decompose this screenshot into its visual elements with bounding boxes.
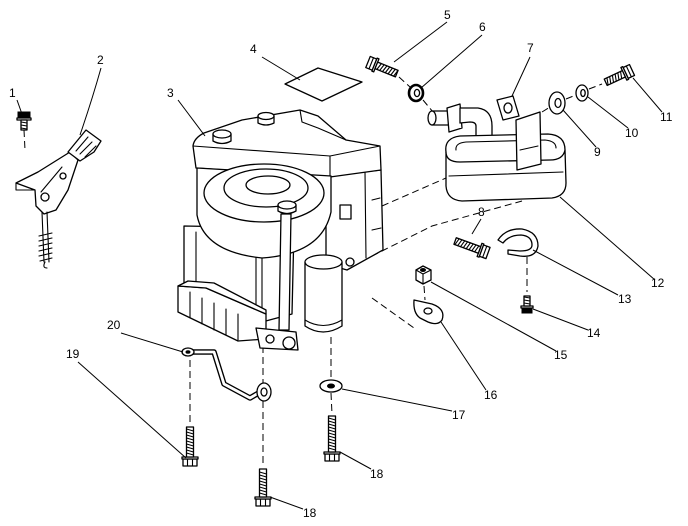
leader-line-2 — [79, 67, 102, 136]
assembly-line-bolt-1 — [23, 129, 26, 151]
carburetor-fitting — [345, 257, 355, 267]
leader-line-10 — [587, 96, 629, 129]
throttle-lever — [67, 129, 102, 162]
callout-19: 19 — [66, 347, 80, 361]
leader-line-13 — [532, 249, 619, 296]
leader-line-9 — [562, 109, 597, 148]
part-8-bolt — [453, 237, 491, 260]
callout-13: 13 — [618, 292, 632, 306]
leader-line-11 — [632, 77, 663, 113]
leader-lines — [16, 21, 663, 510]
callout-11: 11 — [660, 110, 673, 124]
dipstick-tube — [278, 213, 292, 331]
leader-line-12 — [559, 196, 656, 281]
part-4-decal — [284, 67, 363, 102]
engine-top-housing — [192, 109, 382, 178]
leader-line-14 — [532, 308, 589, 331]
recoil-starter-center — [245, 175, 291, 195]
part-6-lockwasher — [407, 83, 425, 103]
oil-filter — [304, 261, 343, 333]
part-18-bolt-a — [323, 415, 341, 462]
leader-line-1 — [16, 99, 23, 115]
part-3-engine — [177, 109, 384, 351]
leader-line-4 — [261, 56, 301, 81]
leader-line-19 — [77, 361, 187, 459]
callout-6: 6 — [479, 20, 486, 34]
part-18-bolt-b — [254, 468, 272, 507]
part-17-washer — [319, 379, 343, 393]
part-15-nut — [415, 265, 432, 285]
part-16-clip — [413, 299, 444, 325]
leader-line-15 — [430, 281, 557, 352]
callout-3: 3 — [167, 86, 174, 100]
callout-17: 17 — [452, 408, 466, 422]
assembly-line-filter-washer — [330, 337, 333, 415]
callout-16: 16 — [484, 388, 498, 402]
leader-line-20 — [120, 332, 184, 353]
part-2-throttle-control — [15, 129, 102, 269]
part-11-bolt — [603, 63, 636, 87]
callout-5: 5 — [444, 8, 451, 22]
callout-20: 20 — [107, 318, 121, 332]
assembly-lines — [23, 76, 603, 466]
callout-12: 12 — [651, 276, 665, 290]
assembly-line-engine-clip — [371, 297, 415, 329]
callout-18-b: 18 — [303, 506, 317, 520]
callout-18-a: 18 — [370, 467, 384, 481]
engine-side-cover — [325, 169, 384, 271]
leader-line-18-a — [339, 451, 372, 470]
part-5-bolt — [365, 55, 399, 78]
callouts: 1 2 3 4 5 6 7 8 9 10 11 12 13 14 15 16 1… — [9, 8, 673, 520]
part-1-bolt — [16, 111, 32, 131]
exhaust-elbow — [427, 103, 493, 143]
leader-line-17 — [341, 388, 453, 412]
callout-14: 14 — [587, 326, 601, 340]
throttle-spring — [38, 232, 53, 262]
assembly-line-bolt-5 — [398, 76, 434, 113]
part-9-washer — [548, 91, 566, 115]
part-7-gasket — [496, 95, 520, 121]
leader-line-3 — [177, 99, 206, 137]
leader-line-7 — [511, 56, 531, 97]
part-14-screw — [520, 295, 534, 314]
part-10-washer — [575, 84, 589, 102]
callout-15: 15 — [554, 348, 568, 362]
assembly-line-washers — [541, 83, 603, 113]
callout-8: 8 — [478, 205, 485, 219]
part-19-bolt — [181, 426, 199, 467]
leader-line-8 — [471, 218, 482, 235]
leader-line-16 — [440, 321, 487, 391]
assembly-line-muffler-engine — [381, 177, 447, 207]
assembly-line-bracket — [351, 200, 523, 267]
callout-1: 1 — [9, 86, 16, 100]
callout-4: 4 — [250, 42, 257, 56]
callout-10: 10 — [625, 126, 639, 140]
part-20-bracket — [181, 347, 272, 402]
leader-line-6 — [420, 34, 483, 89]
part-13-clamp — [497, 228, 539, 257]
callout-2: 2 — [97, 53, 104, 67]
leader-line-5 — [393, 21, 448, 63]
callout-9: 9 — [594, 145, 601, 159]
callout-7: 7 — [527, 41, 534, 55]
muffler-mounting-tab — [515, 111, 542, 171]
part-12-muffler — [445, 111, 567, 202]
assembly-line-nut-clip — [423, 285, 426, 301]
leader-line-18-b — [269, 496, 304, 510]
